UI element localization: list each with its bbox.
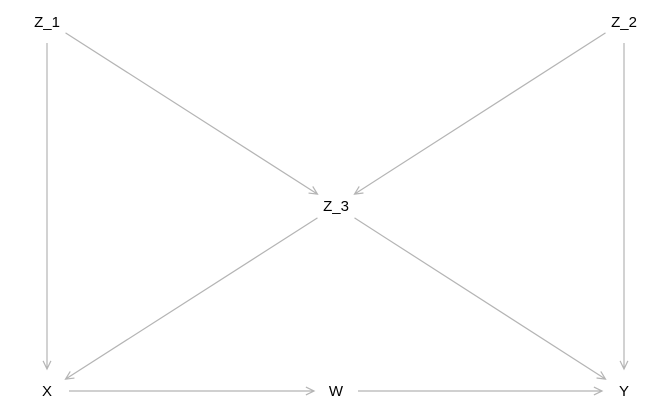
edge-w-to-y: [358, 386, 604, 396]
node-z-2-label: Z_2: [611, 14, 637, 31]
edge-z-1-to-z-3: [65, 32, 319, 195]
arrowhead-icon: [593, 386, 604, 396]
node-z-1-label: Z_1: [34, 14, 60, 31]
edge-z-2-to-y: [619, 43, 629, 371]
edge-z-2-to-z-3: [353, 32, 606, 195]
arrowhead-icon: [42, 360, 52, 371]
node-x-label: X: [42, 383, 52, 400]
nodes-layer: Z_1 Z_2 Z_3 X W Y: [34, 14, 637, 400]
edge-z-1-to-x: [42, 43, 52, 371]
edge-line: [65, 32, 318, 195]
edge-x-to-w: [69, 386, 316, 396]
arrowhead-icon: [308, 186, 319, 195]
node-z-3-label: Z_3: [323, 198, 349, 215]
arrowhead-icon: [305, 386, 316, 396]
node-y-label: Y: [619, 383, 629, 400]
edge-z-3-to-x: [64, 217, 318, 380]
node-w-label: W: [329, 383, 344, 400]
edges-layer: [42, 32, 629, 396]
arrowhead-icon: [619, 360, 629, 371]
arrowhead-icon: [353, 186, 364, 195]
edge-line: [354, 217, 606, 380]
edge-line: [65, 217, 318, 380]
edge-line: [354, 32, 606, 195]
arrowhead-icon: [596, 371, 607, 380]
arrowhead-icon: [64, 371, 75, 380]
edge-z-3-to-y: [354, 217, 607, 380]
